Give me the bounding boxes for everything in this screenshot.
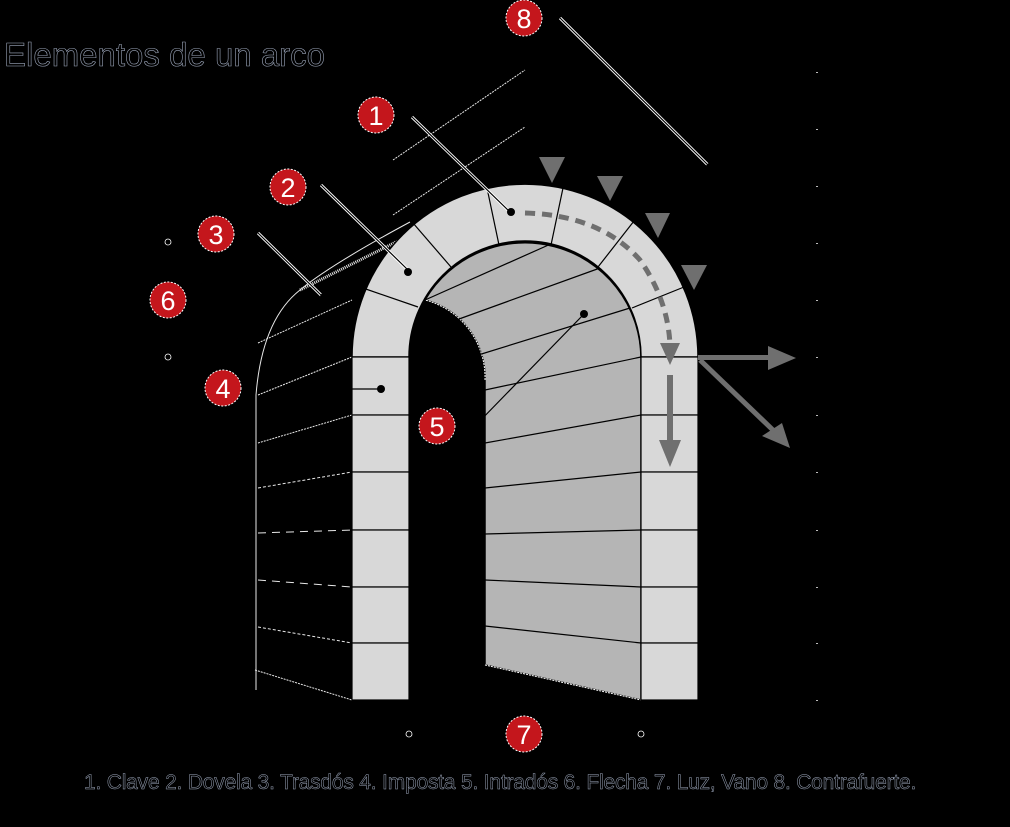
badge-2-dovela: 2 [269,168,307,206]
intrados-surface [423,242,642,701]
arch-ring [351,183,699,358]
svg-text:3: 3 [208,220,223,250]
badge-3-trasdos: 3 [197,215,235,253]
load-triangles [539,157,707,290]
left-pier [351,356,410,701]
badge-7-luz-vano: 7 [505,715,543,753]
dimension-markers [164,238,645,738]
badge-8-contrafuerte: 8 [505,0,543,37]
force-arrows [698,346,796,448]
svg-text:6: 6 [160,286,175,316]
svg-text:2: 2 [280,173,295,203]
back-face-outline [254,69,526,701]
svg-text:5: 5 [429,412,444,442]
leader-lines [256,16,712,427]
svg-text:1: 1 [368,101,383,131]
vertical-thrust-arrow [659,375,681,467]
svg-text:8: 8 [516,4,531,34]
legend-caption: 1. Clave 2. Dovela 3. Trasdós 4. Imposta… [84,771,917,795]
badge-4-imposta: 4 [204,369,242,407]
badge-1-clave: 1 [357,96,395,134]
thrust-line [524,210,680,365]
diagram-title: Elementos de un arco [4,36,326,74]
ruler-ticks [816,72,818,701]
leader-dots [320,163,714,393]
svg-text:7: 7 [516,720,531,750]
badge-5-intrados: 5 [418,407,456,445]
svg-text:4: 4 [215,374,230,404]
badge-6-flecha: 6 [149,281,187,319]
